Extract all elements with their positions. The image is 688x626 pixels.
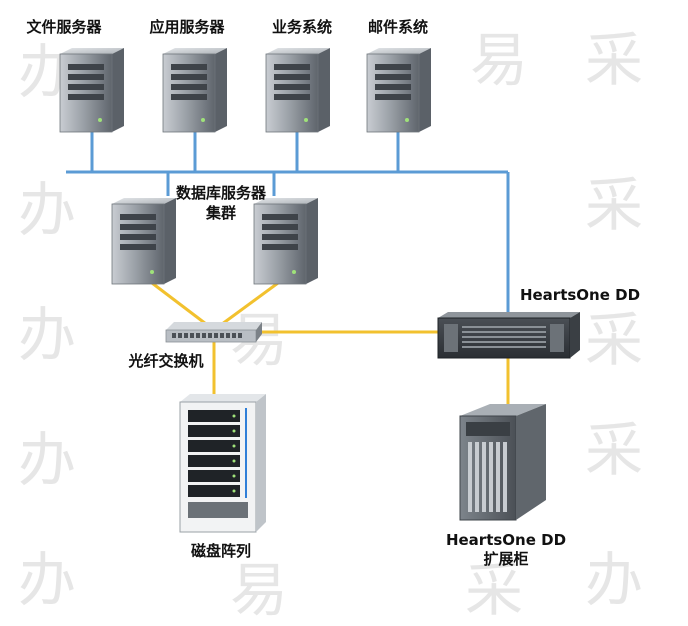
db-server-2-icon [253,198,318,285]
expansion-label-line1: HeartsOne DD [446,531,566,549]
watermark-char: 办 [18,546,76,614]
watermark-char: 办 [18,426,76,494]
watermark-char: 易 [470,26,528,94]
disk-array-icon [179,394,266,533]
fc-switch-label: 光纤交换机 [127,352,203,370]
expansion-cabinet-icon [459,404,546,521]
san-connections [151,281,510,405]
san-link-db-server-2 [217,281,279,329]
watermark-char: 易 [230,556,288,624]
biz-system-label: 业务系统 [272,18,332,36]
watermark-char: 采 [585,306,643,374]
heartsone-dd-label: HeartsOne DD [520,286,640,304]
watermark-char: 采 [585,171,643,239]
biz-system-server-icon [265,48,330,133]
watermark-char: 采 [585,416,643,484]
file-server-icon [59,48,124,133]
db-cluster-label-line1: 数据库服务器 [176,184,267,202]
app-server-icon [162,48,227,133]
db-cluster-label-line2: 集群 [205,204,236,222]
watermark-char: 办 [585,546,643,614]
mail-system-server-icon [366,48,431,133]
san-link-db-server-1 [151,281,211,329]
expansion-label-line2: 扩展柜 [483,550,528,568]
watermark-char: 采 [585,26,643,94]
db-server-1-icon [111,198,176,285]
file-server-label: 文件服务器 [26,18,102,36]
disk-array-label: 磁盘阵列 [191,542,251,560]
lan-connections [66,130,510,313]
mail-system-label: 邮件系统 [368,18,428,36]
watermark: 办 易 采 办 采 办 易 采 办 采 办 易 采 办 [18,26,643,624]
watermark-char: 办 [18,301,76,369]
fc-switch-icon [165,322,262,343]
watermark-char: 办 [18,176,76,244]
app-server-label: 应用服务器 [149,18,225,36]
watermark-char: 采 [465,556,523,624]
heartsone-dd-appliance-icon [437,312,580,359]
